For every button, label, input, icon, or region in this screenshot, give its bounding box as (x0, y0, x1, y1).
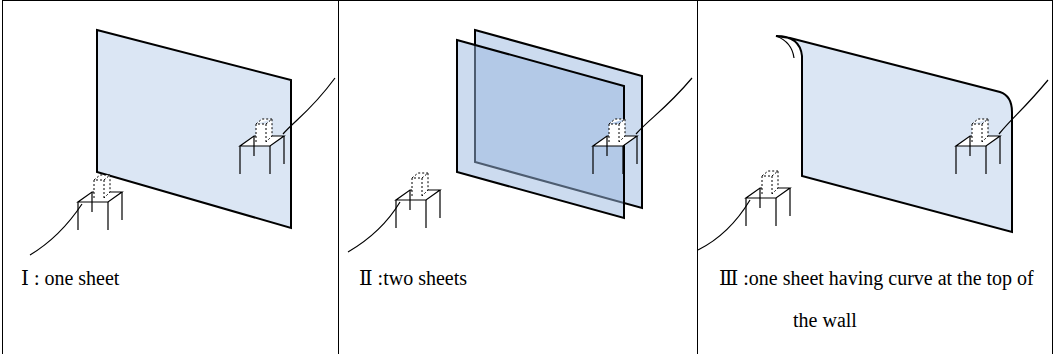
panel-caption: Ⅰ : one sheet (21, 257, 321, 299)
cable (30, 204, 82, 255)
speaker-receiver (593, 119, 637, 174)
speaker-receiver (240, 119, 284, 174)
curve-edge (776, 36, 794, 58)
speaker-source (396, 173, 440, 228)
sheet (97, 30, 291, 228)
speaker-source (78, 175, 122, 230)
panel-cell: Ⅰ : one sheet (2, 0, 339, 354)
curved-sheet (776, 36, 1012, 232)
panel-one-art (30, 30, 335, 255)
cable (999, 80, 1048, 134)
sheet (457, 40, 624, 218)
speaker-receiver (956, 119, 1000, 174)
panel-caption: Ⅲ :one sheet having curve at the top of … (719, 257, 1044, 341)
cable (283, 78, 335, 134)
cable (636, 78, 692, 134)
panel-cell: Ⅱ :two sheets (338, 0, 698, 354)
cable (348, 202, 400, 252)
panel-caption: Ⅱ :two sheets (359, 257, 679, 299)
speaker-source (746, 171, 790, 226)
panel-cell: Ⅲ :one sheet having curve at the top of … (697, 0, 1053, 354)
cable (698, 200, 750, 250)
panel-three-art (698, 36, 1048, 250)
panel-two-art (348, 30, 692, 252)
